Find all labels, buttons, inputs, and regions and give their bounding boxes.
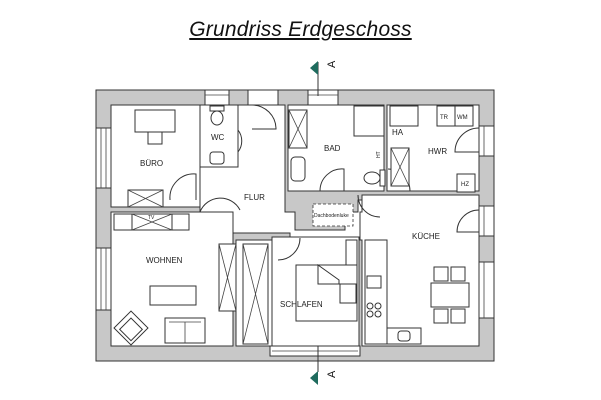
door-schlafen [277,237,301,261]
coffee-table [149,285,197,306]
window-wc [204,89,230,106]
chair-4 [450,308,466,324]
label-flur: FLUR [244,193,265,202]
entry-door [247,89,279,106]
attic-hatch [312,203,354,227]
section-arrow-icon [310,61,318,75]
label-bad: BAD [324,144,341,153]
label-hz: HZ [461,182,469,188]
chair-1 [433,266,449,282]
label-schlafen: SCHLAFEN [280,300,323,309]
door-buero [169,173,197,201]
window-bad [307,89,339,106]
label-wc: WC [211,133,225,142]
label-dachbodenluke: Dachbodenluke [314,213,349,219]
fridge [366,275,382,289]
ha-shelf [389,105,419,127]
door-wohnen [199,197,241,213]
nightstand-1 [339,283,357,304]
kitchen-counter [364,239,388,345]
desk [134,109,176,133]
window-buero [95,127,112,189]
windows [95,89,495,357]
door-hwr-outside [454,127,480,153]
plan-title: Grundriss Erdgeschoss [189,18,412,41]
door-kueche [357,194,381,218]
sink-bad [290,156,306,182]
heating [456,173,476,193]
section-label-top: A [326,60,338,68]
chair-3 [433,308,449,324]
furniture [113,105,476,346]
label-ht: HT [376,151,382,158]
section-marker-bottom: A [310,346,338,385]
label-buero: BÜRO [140,159,163,168]
nightstand-2 [345,239,358,266]
door-wc [237,129,243,153]
label-kueche: KÜCHE [412,232,440,241]
shower-tray [353,105,385,137]
label-wm: WM [457,115,468,121]
dining-table [430,282,470,308]
label-ha: HA [392,128,404,137]
window-kueche-1 [478,205,495,237]
chair-2 [450,266,466,282]
kitchen-sink [397,330,411,342]
door-entry [251,104,277,130]
room-kueche [359,194,480,347]
chair [147,131,163,145]
label-tr: TR [440,115,449,121]
section-arrow-icon [310,371,318,385]
toilet-bad [363,171,381,185]
bed-pillow [317,264,340,285]
toilet-wc [210,110,224,126]
sink-wc [209,151,225,165]
window-wohnen [95,247,112,311]
room-labels: BÜRO WC FLUR BAD HA HWR WOHNEN SCHLAFEN … [140,115,469,309]
washing-machine [454,105,474,127]
armchair [113,310,149,346]
label-tv: TV [148,215,155,221]
window-kueche-2 [478,261,495,319]
label-wohnen: WOHNEN [146,256,183,265]
door-bad [319,168,345,192]
label-hwr: HWR [428,147,447,156]
section-label-bottom: A [326,370,338,378]
door-kueche-outside [456,209,480,233]
section-marker-top: A [310,60,338,96]
stove [366,302,382,318]
window-hwr [478,125,495,157]
